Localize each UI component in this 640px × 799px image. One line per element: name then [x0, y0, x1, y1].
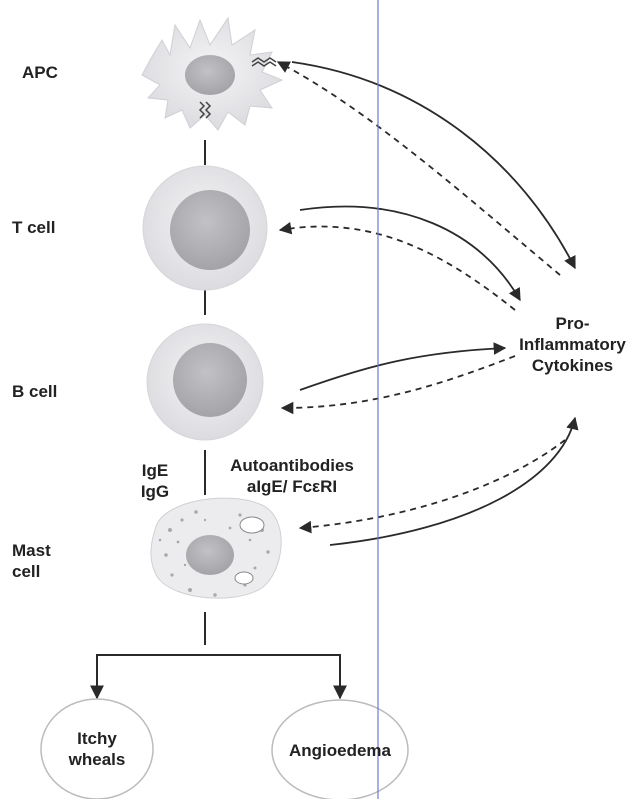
- arrow-apc-to-cytokines: [292, 62, 575, 268]
- cytokines-label-line3: Cytokines: [505, 355, 640, 376]
- mast-cell-label: Mast cell: [12, 540, 51, 582]
- b-cell: [147, 324, 263, 440]
- b-cell-nucleus: [173, 343, 247, 417]
- t-cell-label: T cell: [12, 217, 55, 238]
- ig-label: IgE IgG: [133, 460, 177, 502]
- arrow-bcell-to-cytokines: [300, 348, 505, 390]
- arrow-cytokines-to-apc: [278, 62, 560, 275]
- branch-line: [97, 655, 340, 698]
- t-cell-nucleus: [170, 190, 250, 270]
- apc-nucleus: [185, 55, 235, 95]
- itchy-wheals-label-line2: wheals: [57, 749, 137, 770]
- autoantibodies-label-line1: Autoantibodies: [212, 455, 372, 476]
- mast-cell-label-line2: cell: [12, 561, 51, 582]
- mast-cell: [151, 498, 281, 598]
- arrow-cytokines-to-bcell: [282, 356, 515, 408]
- apc-label: APC: [22, 62, 58, 83]
- cytokines-label: Pro- Inflammatory Cytokines: [505, 313, 640, 376]
- ig-label-line1: IgE: [133, 460, 177, 481]
- autoantibodies-label: Autoantibodies aIgE/ FcεRI: [212, 455, 372, 497]
- itchy-wheals-label-line1: Itchy: [57, 728, 137, 749]
- arrow-tcell-to-cytokines: [300, 207, 520, 300]
- cytokines-label-line1: Pro-: [505, 313, 640, 334]
- mast-vesicle-2: [235, 572, 253, 584]
- arrow-cytokines-to-tcell: [280, 227, 515, 310]
- ig-label-line2: IgG: [133, 481, 177, 502]
- mast-nucleus: [186, 535, 234, 575]
- autoantibodies-label-line2: aIgE/ FcεRI: [212, 476, 372, 497]
- b-cell-label: B cell: [12, 381, 57, 402]
- mast-cell-label-line1: Mast: [12, 540, 51, 561]
- t-cell: [143, 166, 267, 290]
- itchy-wheals-label: Itchy wheals: [57, 728, 137, 770]
- cytokines-label-line2: Inflammatory: [505, 334, 640, 355]
- angioedema-label: Angioedema: [275, 740, 405, 761]
- mast-vesicle-1: [240, 517, 264, 533]
- apc-cell: [142, 18, 282, 130]
